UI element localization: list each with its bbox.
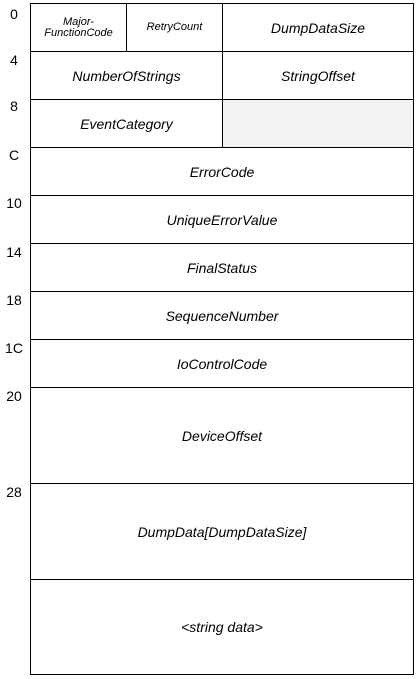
field-event-category: EventCategory bbox=[30, 99, 223, 148]
field-retry-count-label: RetryCount bbox=[146, 21, 203, 33]
field-number-of-strings: NumberOfStrings bbox=[30, 51, 223, 100]
offset-label-20: 20 bbox=[6, 388, 22, 404]
field-error-code-label: ErrorCode bbox=[189, 163, 255, 180]
offset-label-0: 0 bbox=[10, 6, 18, 22]
field-dump-data-label: DumpData[DumpDataSize] bbox=[137, 523, 307, 540]
field-device-offset-label: DeviceOffset bbox=[181, 427, 263, 444]
reserved-padding-cell bbox=[222, 99, 414, 148]
offset-label-18: 18 bbox=[6, 292, 22, 308]
field-dump-data-size: DumpDataSize bbox=[222, 3, 414, 52]
field-event-category-label: EventCategory bbox=[80, 115, 173, 132]
offset-label-1c: 1C bbox=[5, 340, 23, 356]
offset-label-10: 10 bbox=[6, 195, 22, 211]
field-final-status-label: FinalStatus bbox=[186, 259, 258, 276]
offset-label-c: C bbox=[8, 147, 20, 163]
field-string-offset-label: StringOffset bbox=[281, 67, 355, 84]
field-string-data-label: <string data> bbox=[181, 619, 263, 635]
field-retry-count: RetryCount bbox=[126, 3, 223, 52]
field-io-control-code: IoControlCode bbox=[30, 339, 414, 388]
offset-label-28: 28 bbox=[6, 484, 22, 500]
field-dump-data-size-label: DumpDataSize bbox=[270, 19, 366, 36]
offset-label-4: 4 bbox=[10, 52, 18, 68]
offset-label-8: 8 bbox=[10, 98, 18, 114]
field-unique-error-value: UniqueErrorValue bbox=[30, 195, 414, 244]
field-string-data: <string data> bbox=[30, 579, 414, 675]
field-major-function-code-label: Major- FunctionCode bbox=[44, 15, 113, 39]
field-major-function-code: Major- FunctionCode bbox=[30, 3, 127, 52]
field-final-status: FinalStatus bbox=[30, 243, 414, 292]
field-sequence-number: SequenceNumber bbox=[30, 291, 414, 340]
field-dump-data: DumpData[DumpDataSize] bbox=[30, 483, 414, 580]
field-device-offset: DeviceOffset bbox=[30, 387, 414, 484]
field-io-control-code-label: IoControlCode bbox=[176, 355, 268, 372]
field-string-offset: StringOffset bbox=[222, 51, 414, 100]
field-sequence-number-label: SequenceNumber bbox=[165, 307, 279, 324]
offset-label-14: 14 bbox=[6, 244, 22, 260]
field-error-code: ErrorCode bbox=[30, 147, 414, 196]
field-unique-error-value-label: UniqueErrorValue bbox=[166, 211, 278, 228]
field-number-of-strings-label: NumberOfStrings bbox=[72, 67, 181, 84]
